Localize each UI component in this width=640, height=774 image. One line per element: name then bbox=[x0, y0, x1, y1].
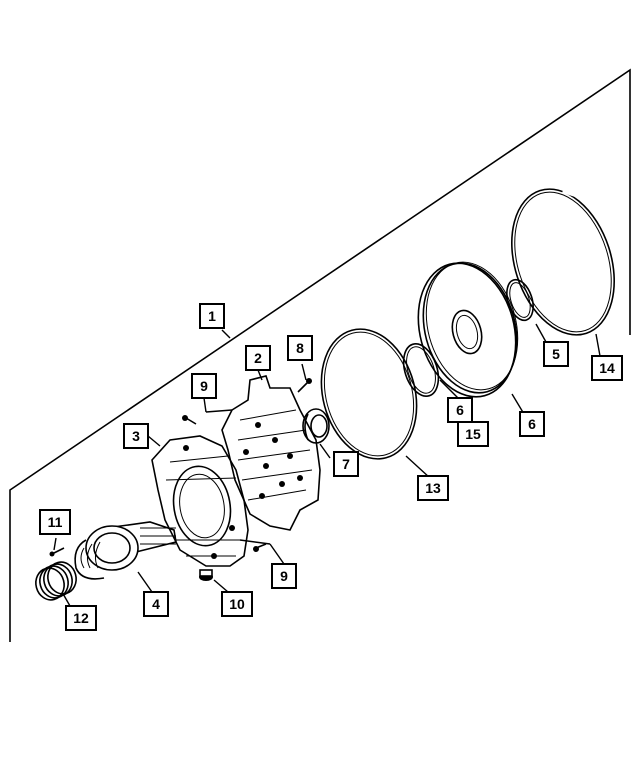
svg-text:7: 7 bbox=[342, 456, 350, 472]
reaction-plate bbox=[417, 261, 519, 398]
pin bbox=[49, 547, 65, 557]
callout-2: 2 bbox=[245, 345, 271, 371]
svg-text:13: 13 bbox=[425, 480, 441, 496]
callout-7: 7 bbox=[333, 451, 359, 477]
callout-6-plate: 6 bbox=[519, 411, 545, 437]
svg-text:6: 6 bbox=[456, 402, 464, 418]
seal-rings bbox=[35, 561, 77, 601]
bolt-upper bbox=[182, 415, 197, 425]
callout-10: 10 bbox=[221, 591, 253, 617]
snap-ring-large bbox=[511, 187, 615, 336]
oil-seal bbox=[302, 408, 330, 444]
bolt-lower bbox=[253, 543, 267, 552]
svg-text:9: 9 bbox=[280, 568, 288, 584]
callout-4: 4 bbox=[143, 591, 169, 617]
callout-14: 14 bbox=[591, 355, 623, 381]
callout-6-ring: 6 bbox=[447, 397, 473, 423]
assembly-bracket bbox=[9, 68, 631, 642]
svg-text:5: 5 bbox=[552, 346, 560, 362]
pump-cover bbox=[221, 375, 321, 531]
o-ring bbox=[402, 343, 440, 397]
callout-8: 8 bbox=[287, 335, 313, 361]
callout-5: 5 bbox=[543, 341, 569, 367]
pump-gasket bbox=[320, 328, 418, 460]
bolt-top bbox=[297, 378, 312, 393]
svg-text:11: 11 bbox=[48, 514, 63, 530]
callout-15: 15 bbox=[457, 421, 489, 447]
svg-text:10: 10 bbox=[229, 596, 245, 612]
callout-12: 12 bbox=[65, 605, 97, 631]
svg-text:8: 8 bbox=[296, 340, 304, 356]
plug bbox=[199, 569, 213, 581]
svg-text:1: 1 bbox=[208, 308, 216, 324]
svg-text:3: 3 bbox=[132, 428, 140, 444]
callout-9-lower: 9 bbox=[271, 563, 297, 589]
callout-3: 3 bbox=[123, 423, 149, 449]
leader-lines bbox=[53, 323, 601, 607]
svg-text:2: 2 bbox=[254, 350, 262, 366]
svg-text:4: 4 bbox=[152, 596, 160, 612]
svg-text:14: 14 bbox=[599, 360, 615, 376]
svg-text:12: 12 bbox=[73, 610, 89, 626]
pump-body bbox=[151, 435, 249, 567]
callout-1: 1 bbox=[199, 303, 225, 329]
callout-13: 13 bbox=[417, 475, 449, 501]
callout-11: 11 bbox=[39, 509, 71, 535]
callout-9-upper: 9 bbox=[191, 373, 217, 399]
svg-text:6: 6 bbox=[528, 416, 536, 432]
svg-text:9: 9 bbox=[200, 378, 208, 394]
stator-shaft bbox=[74, 521, 177, 580]
svg-text:15: 15 bbox=[465, 426, 481, 442]
